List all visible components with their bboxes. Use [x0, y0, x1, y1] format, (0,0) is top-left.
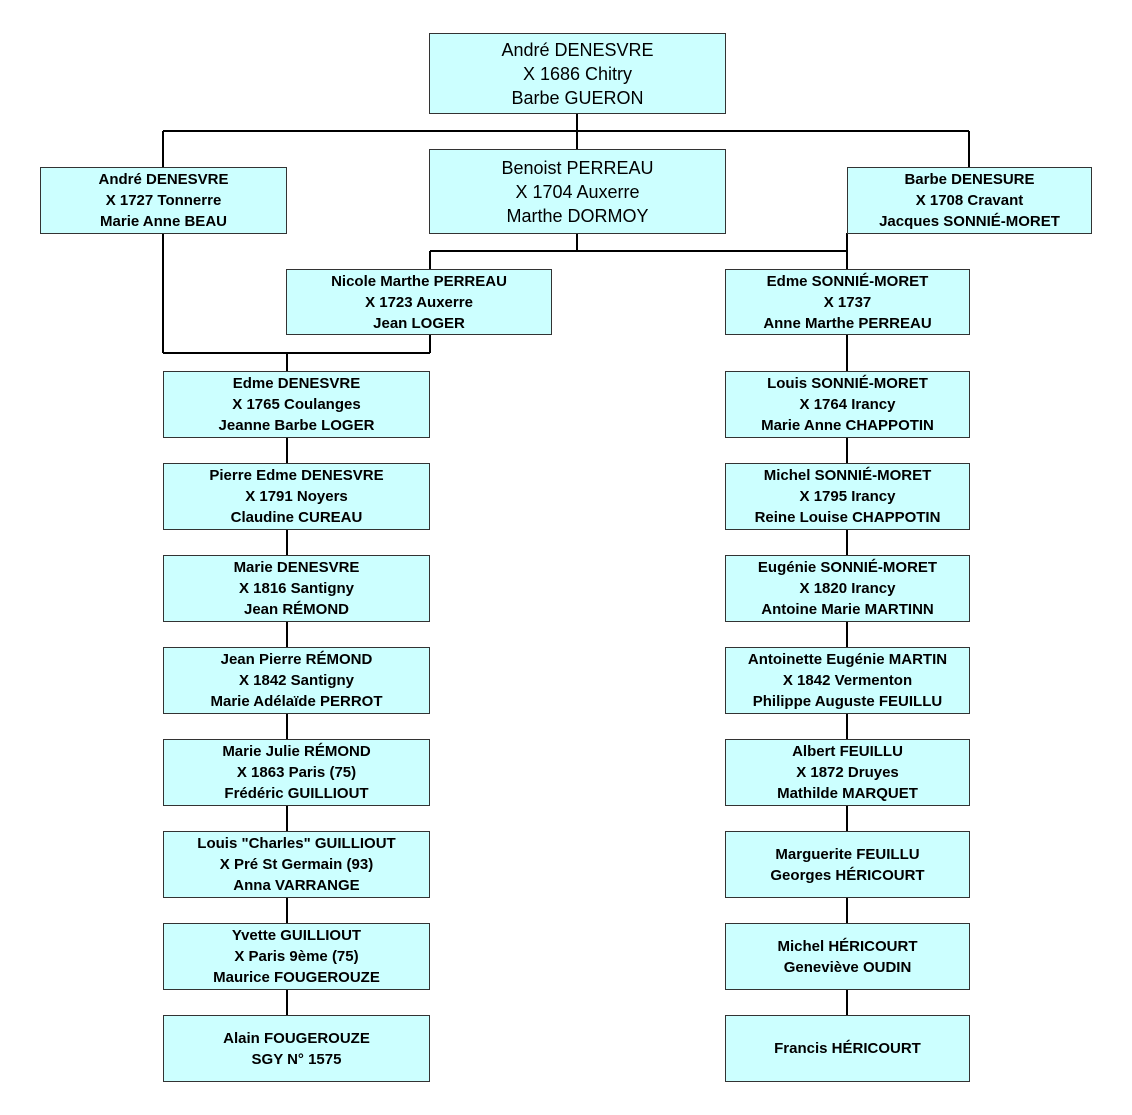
person-line-1: Francis HÉRICOURT: [774, 1040, 921, 1057]
person-line-2: X 1723 Auxerre: [365, 293, 473, 311]
person-box-gen2-right: Barbe DENESURE X 1708 Cravant Jacques SO…: [847, 167, 1092, 234]
person-line-2: X 1872 Druyes: [796, 764, 899, 781]
person-line-1: Yvette GUILLIOUT: [231, 927, 362, 944]
person-line-3: Jeanne Barbe LOGER: [218, 417, 375, 434]
person-line-2: X 1727 Tonnerre: [105, 192, 222, 209]
person-line-2: X Paris 9ème (75): [234, 948, 359, 965]
person-line-2: X 1708 Cravant: [915, 192, 1024, 209]
person-line-3: Jacques SONNIÉ-MORET: [879, 213, 1060, 230]
person-box-gen2-center: Benoist PERREAU X 1704 Auxerre Marthe DO…: [429, 149, 726, 234]
person-line-1: Albert FEUILLU: [792, 743, 903, 760]
person-line-3: Marie Adélaïde PERROT: [210, 693, 383, 710]
person-line-2: X 1842 Vermenton: [782, 672, 913, 689]
person-line-1: Jean Pierre RÉMOND: [220, 651, 373, 668]
person-box-right-5: Albert FEUILLU X 1872 Druyes Mathilde MA…: [725, 739, 970, 806]
person-box-right-3: Eugénie SONNIÉ-MORET X 1820 Irancy Antoi…: [725, 555, 970, 622]
person-box-gen3-right: Edme SONNIÉ-MORET X 1737 Anne Marthe PER…: [725, 269, 970, 335]
person-box-left-3: Marie DENESVRE X 1816 Santigny Jean RÉMO…: [163, 555, 430, 622]
person-line-1: Barbe DENESURE: [904, 171, 1035, 188]
person-box-left-8: Alain FOUGEROUZE SGY N° 1575: [163, 1015, 430, 1082]
person-line-2: Georges HÉRICOURT: [770, 866, 925, 884]
person-line-2: SGY N° 1575: [251, 1050, 342, 1068]
person-line-1: Alain FOUGEROUZE: [223, 1029, 370, 1047]
person-line-1: Pierre Edme DENESVRE: [209, 467, 384, 484]
person-box-root: André DENESVRE X 1686 Chitry Barbe GUERO…: [429, 33, 726, 114]
person-line-3: Philippe Auguste FEUILLU: [752, 693, 943, 710]
person-line-3: Maurice FOUGEROUZE: [213, 969, 380, 986]
person-line-3: Anne Marthe PERREAU: [763, 314, 932, 332]
person-line-3: Antoine Marie MARTINN: [761, 601, 934, 618]
person-box-left-7: Yvette GUILLIOUT X Paris 9ème (75) Mauri…: [163, 923, 430, 990]
person-line-1: André DENESVRE: [98, 171, 229, 188]
person-line-2: X 1842 Santigny: [238, 672, 355, 689]
person-line-2: X 1863 Paris (75): [236, 764, 357, 781]
person-line-1: Michel HÉRICOURT: [777, 937, 918, 955]
person-box-left-4: Jean Pierre RÉMOND X 1842 Santigny Marie…: [163, 647, 430, 714]
person-box-right-2: Michel SONNIÉ-MORET X 1795 Irancy Reine …: [725, 463, 970, 530]
person-box-left-2: Pierre Edme DENESVRE X 1791 Noyers Claud…: [163, 463, 430, 530]
person-line-2: X 1764 Irancy: [799, 396, 896, 413]
person-box-left-5: Marie Julie RÉMOND X 1863 Paris (75) Fré…: [163, 739, 430, 806]
person-box-gen3-left: Nicole Marthe PERREAU X 1723 Auxerre Jea…: [286, 269, 552, 335]
person-line-2: X Pré St Germain (93): [219, 856, 374, 873]
person-line-1: Benoist PERREAU: [501, 157, 654, 178]
person-line-3: Jean LOGER: [373, 314, 465, 332]
person-box-right-7: Michel HÉRICOURT Geneviève OUDIN: [725, 923, 970, 990]
person-box-right-6: Marguerite FEUILLU Georges HÉRICOURT: [725, 831, 970, 898]
person-line-1: Edme SONNIÉ-MORET: [766, 272, 929, 290]
person-line-2: X 1765 Coulanges: [232, 396, 361, 413]
person-line-3: Frédéric GUILLIOUT: [224, 785, 369, 802]
person-line-3: Mathilde MARQUET: [777, 785, 918, 802]
person-line-3: Anna VARRANGE: [233, 877, 360, 894]
person-line-3: Barbe GUERON: [511, 87, 644, 108]
person-line-2: X 1704 Auxerre: [515, 181, 640, 202]
person-line-2: X 1816 Santigny: [238, 580, 355, 597]
person-box-right-4: Antoinette Eugénie MARTIN X 1842 Verment…: [725, 647, 970, 714]
person-line-3: Marie Anne CHAPPOTIN: [761, 417, 934, 434]
person-line-3: Claudine CUREAU: [230, 509, 363, 526]
person-line-1: Nicole Marthe PERREAU: [331, 272, 507, 290]
person-line-3: Jean RÉMOND: [243, 601, 350, 618]
person-line-1: Marie Julie RÉMOND: [222, 743, 371, 760]
person-line-2: X 1820 Irancy: [799, 580, 896, 597]
person-line-1: Eugénie SONNIÉ-MORET: [757, 559, 938, 576]
person-line-2: X 1686 Chitry: [522, 63, 633, 84]
person-line-2: X 1795 Irancy: [799, 488, 896, 505]
person-line-1: Edme DENESVRE: [232, 375, 361, 392]
person-line-2: X 1791 Noyers: [245, 488, 348, 505]
person-line-3: Marthe DORMOY: [506, 205, 649, 226]
person-line-2: X 1737: [823, 293, 872, 311]
person-box-right-1: Louis SONNIÉ-MORET X 1764 Irancy Marie A…: [725, 371, 970, 438]
person-line-1: Michel SONNIÉ-MORET: [763, 467, 932, 484]
person-line-3: Marie Anne BEAU: [100, 213, 227, 230]
person-box-left-6: Louis "Charles" GUILLIOUT X Pré St Germa…: [163, 831, 430, 898]
person-line-1: Antoinette Eugénie MARTIN: [747, 651, 948, 668]
person-line-1: Marie DENESVRE: [233, 559, 360, 576]
person-box-gen2-left: André DENESVRE X 1727 Tonnerre Marie Ann…: [40, 167, 287, 234]
person-box-right-8: Francis HÉRICOURT: [725, 1015, 970, 1082]
person-line-1: Marguerite FEUILLU: [775, 845, 920, 863]
person-line-2: Geneviève OUDIN: [783, 958, 912, 976]
person-line-3: Reine Louise CHAPPOTIN: [754, 509, 941, 526]
person-line-1: André DENESVRE: [501, 39, 654, 60]
person-line-1: Louis SONNIÉ-MORET: [767, 375, 928, 392]
person-line-1: Louis "Charles" GUILLIOUT: [197, 835, 396, 852]
person-box-left-1: Edme DENESVRE X 1765 Coulanges Jeanne Ba…: [163, 371, 430, 438]
